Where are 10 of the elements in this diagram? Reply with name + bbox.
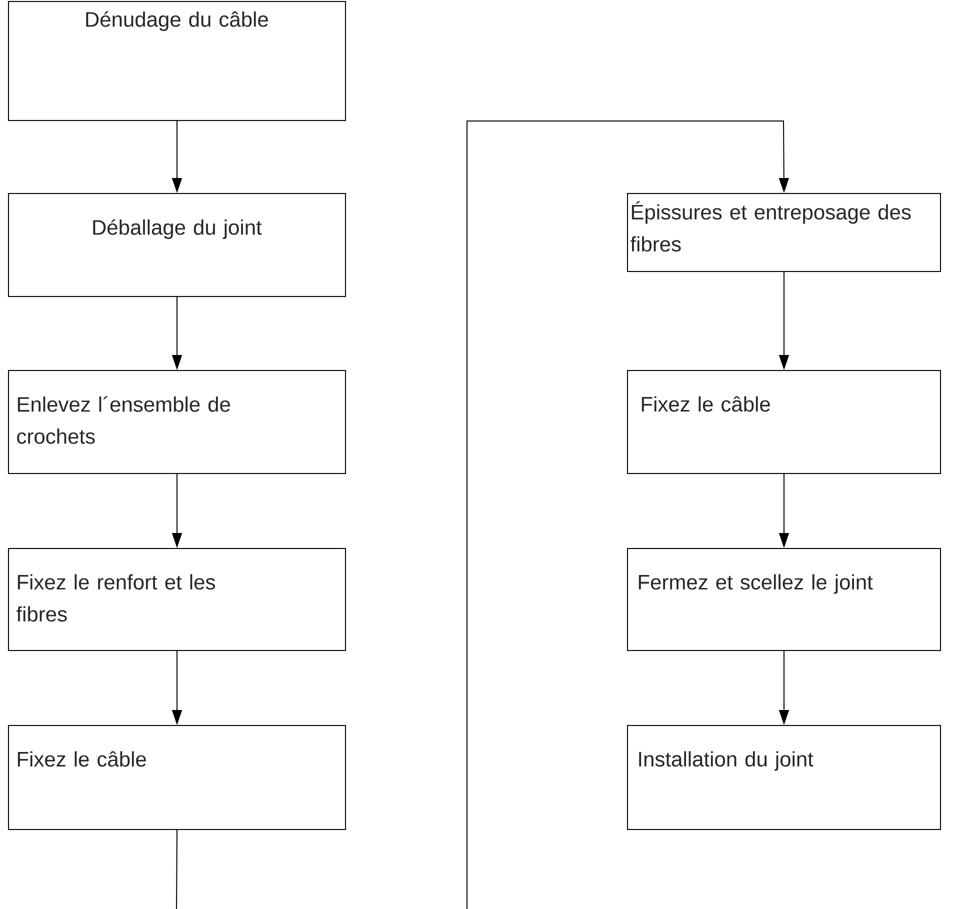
process-box: Dénudage du câble xyxy=(8,1,346,121)
process-box: Fixez le renfort et les fibres xyxy=(8,548,346,651)
process-box: Épissures et entreposage des fibres xyxy=(627,193,941,272)
process-box: Enlevez l´ensemble de crochets xyxy=(8,370,346,474)
process-box: Fixez le câble xyxy=(627,370,941,474)
process-box: Fermez et scellez le joint xyxy=(627,548,941,651)
process-box: Fixez le câble xyxy=(8,725,346,830)
process-box: Installation du joint xyxy=(627,725,941,830)
process-box: Déballage du joint xyxy=(8,193,346,297)
arrow xyxy=(466,120,790,909)
